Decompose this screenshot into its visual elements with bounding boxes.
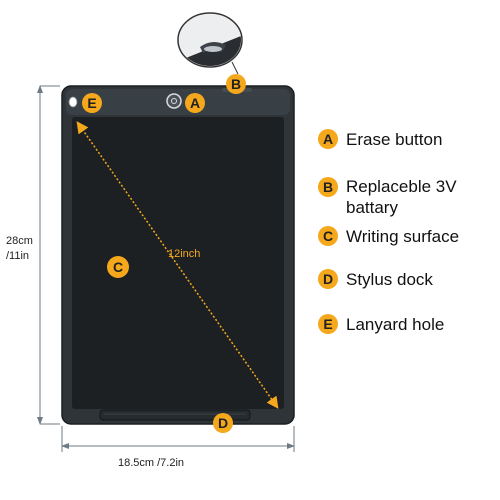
legend-d-label: Stylus dock — [346, 270, 433, 289]
legend-a-label: Erase button — [346, 130, 442, 149]
marker-e: E — [82, 93, 102, 113]
marker-b: B — [226, 74, 246, 94]
writing-surface — [72, 117, 284, 409]
marker-d: D — [213, 413, 233, 433]
lanyard-hole — [68, 96, 78, 108]
erase-button — [166, 93, 182, 109]
legend-a-letter: A — [323, 131, 333, 147]
legend-e-label: Lanyard hole — [346, 315, 444, 334]
legend-item-c: C Writing surface — [318, 226, 459, 246]
height-label-in: /11in — [6, 250, 29, 262]
marker-e-letter: E — [87, 95, 96, 111]
legend-c-letter: C — [323, 228, 333, 244]
legend-c-label: Writing surface — [346, 227, 459, 246]
marker-a-letter: A — [190, 95, 200, 111]
height-dimension: 28cm /11in — [6, 85, 60, 425]
width-label: 18.5cm /7.2in — [118, 457, 184, 469]
marker-c: C — [107, 256, 129, 278]
battery-inset — [177, 12, 243, 75]
diagonal-label: 12inch — [168, 248, 200, 260]
legend-item-b: B Replaceble 3V battary — [318, 177, 457, 217]
diagonal-measurement: 12inch — [76, 121, 279, 409]
marker-c-letter: C — [113, 259, 123, 275]
stylus-dock-groove — [99, 409, 251, 421]
legend-b-label-line2: battary — [346, 198, 398, 217]
legend-item-d: D Stylus dock — [318, 269, 433, 289]
marker-d-letter: D — [218, 415, 228, 431]
legend-item-a: A Erase button — [318, 129, 442, 149]
legend-b-letter: B — [323, 179, 333, 195]
legend: A Erase button B Replaceble 3V battary C… — [318, 129, 459, 334]
legend-e-letter: E — [323, 316, 332, 332]
marker-a: A — [185, 93, 205, 113]
width-dimension: 18.5cm /7.2in — [61, 426, 295, 469]
marker-b-letter: B — [231, 76, 241, 92]
height-label-cm: 28cm — [6, 235, 33, 247]
legend-item-e: E Lanyard hole — [318, 314, 444, 334]
legend-b-label-line1: Replaceble 3V — [346, 177, 457, 196]
legend-d-letter: D — [323, 271, 333, 287]
